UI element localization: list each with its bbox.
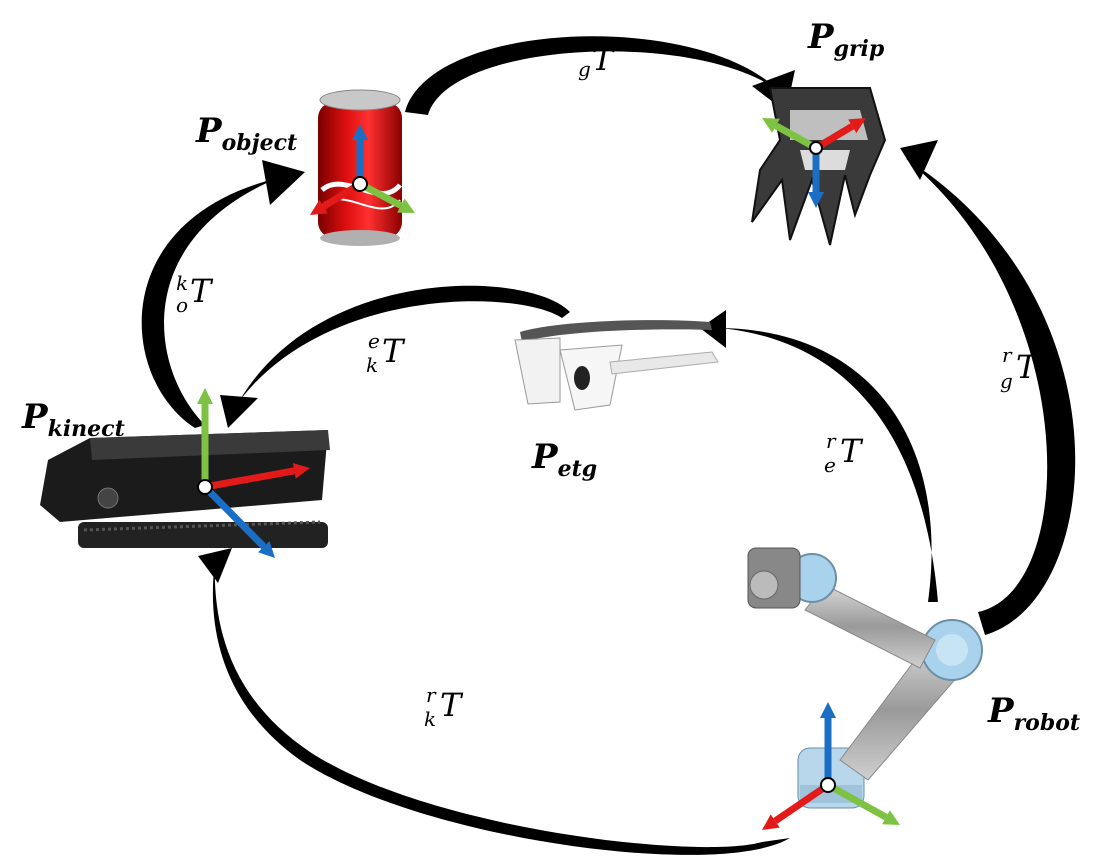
axis-x-head [292, 462, 310, 479]
label-re-t: r e T [824, 429, 864, 477]
kinect-sensor-image [40, 430, 330, 548]
grip-frame-axes [762, 118, 866, 208]
svg-text:T: T [440, 686, 464, 724]
axis-y-shaft [774, 122, 818, 152]
svg-text:e: e [824, 453, 836, 477]
eye-tracking-glasses-image [514, 320, 719, 411]
label-ko-t: k o T [176, 271, 214, 317]
axis-z-head [820, 702, 836, 718]
svg-text:T: T [592, 40, 616, 78]
axis-z-head [808, 192, 824, 208]
arrowhead-grip-from-robot [900, 140, 938, 180]
frame-origin-dot [809, 141, 823, 155]
arc-robot-to-grip [905, 158, 1076, 635]
svg-text:r: r [1002, 343, 1013, 367]
svg-text:T: T [382, 332, 406, 370]
label-p-object: Pobject [195, 111, 297, 156]
arc-kinect-to-object [141, 178, 278, 428]
svg-text:o: o [580, 29, 592, 53]
axis-x-head [848, 118, 866, 134]
svg-text:k: k [424, 707, 436, 731]
svg-text:T: T [1016, 348, 1040, 386]
svg-text:r: r [426, 683, 437, 707]
axis-x-shaft [814, 123, 855, 152]
arrowhead-etg-from-robot [700, 310, 726, 348]
axis-z-head [352, 124, 368, 140]
axis-y-head [882, 810, 900, 825]
axis-x-shaft [204, 467, 295, 491]
robot-frame-axes [762, 702, 900, 830]
svg-text:k: k [366, 353, 378, 377]
arc-etg-to-kinect [240, 285, 570, 400]
frame-origin-dot [197, 479, 213, 495]
axis-z-shaft [202, 484, 267, 550]
object-frame-axes [310, 124, 415, 215]
axis-x-head [310, 199, 328, 215]
svg-text:T: T [840, 432, 864, 470]
svg-text:g: g [1000, 369, 1013, 393]
axis-z-head [258, 540, 275, 558]
svg-text:k: k [176, 271, 188, 295]
label-og-t: o g T [578, 29, 616, 81]
svg-text:g: g [578, 57, 591, 81]
axis-y-shaft [826, 781, 888, 821]
svg-text:r: r [826, 429, 837, 453]
label-rk-t: r k T [424, 683, 464, 731]
transform-arrows [141, 36, 1076, 855]
robot-arm-image [747, 547, 983, 809]
arrowhead-kinect-from-etg [220, 395, 258, 428]
arrowhead-kinect-from-robot [198, 548, 232, 583]
arc-robot-to-kinect [212, 560, 790, 855]
svg-text:T: T [190, 272, 214, 310]
label-rg-t: r g T [1000, 343, 1040, 393]
arrowhead-object-from-kinect [262, 160, 305, 205]
label-p-robot: Probot [987, 691, 1080, 736]
arc-object-to-grip [405, 36, 780, 115]
label-ek-t: e k T [366, 329, 406, 377]
label-p-etg: Petg [531, 437, 597, 482]
svg-text:o: o [176, 293, 188, 317]
label-p-grip: Pgrip [807, 17, 885, 62]
axis-y-head [397, 198, 415, 213]
axis-y-head [762, 118, 780, 133]
axis-x-shaft [773, 782, 830, 824]
kinect-frame-axes [197, 388, 310, 558]
axis-x-head [762, 814, 780, 830]
svg-text:e: e [368, 329, 380, 353]
axis-y-head [197, 388, 213, 404]
frame-origin-dot [820, 777, 836, 793]
frame-origin-dot [352, 176, 368, 192]
label-p-kinect: Pkinect [21, 397, 125, 442]
